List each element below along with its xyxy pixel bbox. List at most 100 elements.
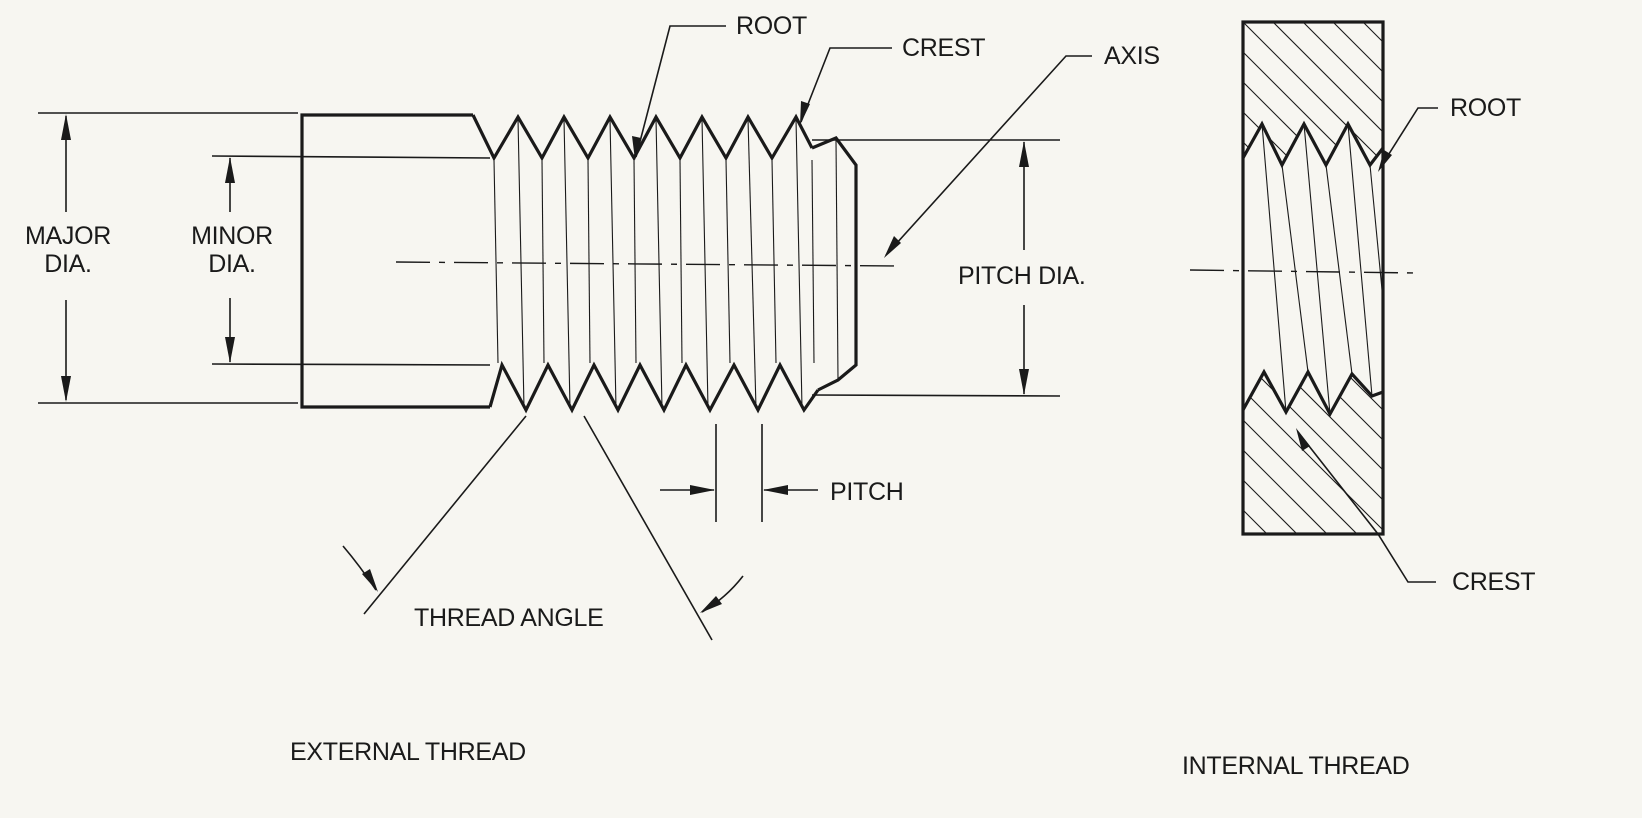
section-hatch-line: [1243, 372, 1383, 534]
external-thread-caption: EXTERNAL THREAD: [290, 738, 526, 766]
major-dia-label-line1: MAJOR: [24, 222, 111, 250]
pitch-dia-ext-bottom: [811, 394, 1061, 397]
section-hatch-line: [1513, 360, 1642, 534]
minor-dia-arrow-up: [225, 157, 235, 183]
root-flank-line: [493, 159, 499, 364]
section-hatch-line: [1243, 372, 1328, 534]
section-hatch-line: [943, 360, 1117, 534]
crest-flank-line: [795, 118, 803, 409]
section-hatch-line: [1573, 22, 1642, 180]
thread-angle-label: THREAD ANGLE: [414, 604, 604, 632]
root-flank-line: [771, 159, 777, 364]
minor-dia-dimension: [211, 155, 491, 366]
internal-root-leader-arrow: [1378, 150, 1392, 172]
external-leaders: [632, 25, 1092, 258]
pitch-dia-label: PITCH DIA.: [958, 262, 1086, 290]
crest-label: CREST: [902, 34, 986, 62]
internal-axis-centerline: [1189, 269, 1417, 274]
thread-flank-lines: [493, 118, 815, 409]
section-hatch-line: [1243, 372, 1383, 534]
root-flank-line: [587, 159, 591, 364]
internal-nut-outline: [1241, 20, 1385, 536]
thread-end-chamfer: [811, 136, 858, 392]
axis-leader: [885, 55, 1092, 256]
internal-flank-line: [1303, 123, 1331, 415]
crest-flank-line: [747, 118, 757, 409]
internal-flank-line: [1347, 123, 1373, 397]
section-hatch-line: [1272, 372, 1383, 534]
minor-dia-ext-top: [211, 155, 491, 159]
section-hatch-line: [1272, 22, 1383, 165]
thread-angle-arrow-right: [700, 596, 722, 613]
section-hatch-line: [1483, 360, 1642, 534]
section-hatch-line: [1633, 360, 1642, 534]
section-hatch-line: [1423, 360, 1597, 534]
section-hatch-line: [1513, 22, 1642, 180]
thread-angle-dimension: [342, 415, 744, 641]
section-hatch-line: [1543, 360, 1642, 534]
minor-dia-label-line1: MINOR: [191, 222, 273, 250]
internal-crest-label: CREST: [1452, 568, 1536, 596]
section-hatch-line: [973, 360, 1147, 534]
section-hatch-line: [1003, 360, 1177, 534]
internal-flank-line: [1325, 164, 1353, 375]
section-hatch-line: [1393, 360, 1567, 534]
crest-flank-line: [701, 118, 709, 409]
section-hatch-line: [1243, 372, 1268, 534]
pitch-arrow-right: [763, 485, 788, 495]
section-hatch-line: [1243, 372, 1358, 534]
root-leader: [635, 25, 726, 158]
crest-leader: [800, 47, 892, 123]
section-hatch-line: [1243, 372, 1298, 534]
root-label: ROOT: [736, 12, 808, 40]
pitch-dia-dimension: [811, 139, 1061, 397]
section-hatch-line: [1243, 22, 1312, 165]
external-bottom-thread-profile: [488, 360, 820, 414]
external-top-thread-profile: [471, 113, 814, 162]
internal-bottom-hatching: [943, 360, 1642, 534]
axis-leader-arrow: [884, 236, 901, 258]
crest-flank-line: [563, 118, 571, 409]
internal-flank-line: [1261, 123, 1287, 413]
end-face-line: [835, 139, 839, 380]
major-dia-label-line2: DIA.: [44, 250, 92, 278]
minor-dia-label-line2: DIA.: [208, 250, 256, 278]
section-hatch-line: [1302, 372, 1383, 534]
major-dia-label: MAJOR DIA.: [16, 222, 120, 278]
section-hatch-line: [1063, 360, 1237, 534]
section-hatch-line: [1243, 22, 1383, 165]
external-thread-drawing: [300, 113, 899, 414]
section-hatch-line: [1633, 22, 1642, 180]
pitch-arrow-left: [690, 485, 715, 495]
internal-root-leader: [1379, 107, 1438, 169]
internal-flank-line: [1369, 164, 1384, 301]
root-flank-line: [811, 159, 815, 364]
section-hatch-line: [1603, 360, 1642, 534]
pitch-label: PITCH: [830, 478, 904, 506]
major-dia-dimension: [38, 112, 298, 404]
minor-dia-arrow-down: [225, 337, 235, 363]
thread-angle-ext-left: [363, 415, 527, 615]
root-flank-line: [725, 159, 731, 364]
section-hatch-line: [1573, 360, 1642, 534]
major-dia-arrow-down: [61, 376, 71, 402]
minor-dia-ext-bottom: [211, 363, 491, 366]
pitch-dimension: [660, 424, 818, 522]
axis-label: AXIS: [1104, 42, 1160, 70]
section-hatch-line: [1243, 22, 1342, 165]
crest-leader-arrow: [800, 101, 810, 125]
internal-bottom-thread-profile: [1241, 368, 1384, 418]
internal-crest-leader-arrow: [1296, 428, 1310, 451]
section-hatch-line: [1453, 360, 1627, 534]
internal-flank-line: [1281, 164, 1309, 373]
external-axis-centerline: [395, 261, 899, 267]
pitch-dia-arrow-down: [1019, 369, 1029, 395]
root-flank-line: [679, 159, 683, 364]
root-leader-arrow: [632, 136, 641, 160]
internal-top-thread-profile: [1241, 120, 1385, 169]
internal-flank-lines: [1261, 123, 1384, 415]
section-hatch-line: [1243, 22, 1372, 165]
internal-crest-leader: [1297, 431, 1436, 583]
root-flank-line: [633, 159, 637, 364]
